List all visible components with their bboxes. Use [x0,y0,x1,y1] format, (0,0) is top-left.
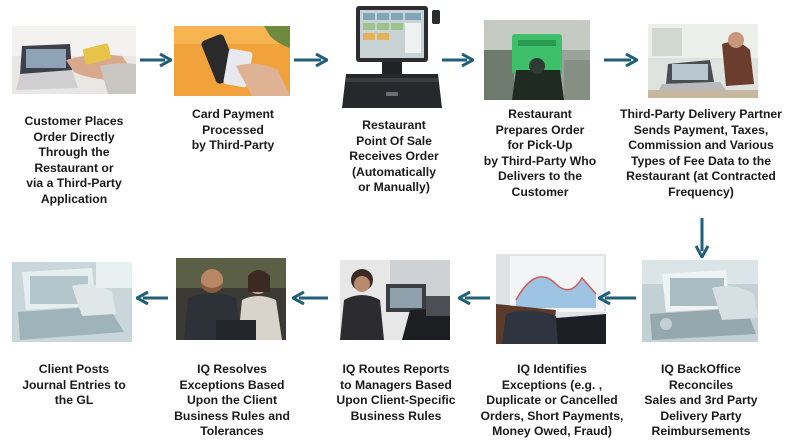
analytics-screen-photo [496,254,606,344]
laptop-journal-photo [12,262,132,342]
step-1-caption: Customer Places Order Directly Through t… [24,114,124,206]
team-discussion-photo [176,258,286,340]
arrow-right-1 [140,53,172,67]
arrow-left-9 [136,291,168,305]
step-8-caption: IQ Routes Reports to Managers Based Upon… [336,362,456,423]
office-meeting-photo [340,260,450,340]
pos-terminal-photo [340,4,444,112]
step-3-caption: Restaurant Point Of Sale Receives Order … [349,118,439,195]
arrow-right-3 [442,53,474,67]
arrow-left-8 [292,291,328,305]
step-4-caption: Restaurant Prepares Order for Pick-Up by… [483,107,597,199]
step-2-caption: Card Payment Processed by Third-Party [191,107,275,153]
step-10-caption: Client Posts Journal Entries to the GL [22,362,126,408]
step-7-caption: IQ Identifies Exceptions (e.g. , Duplica… [480,362,624,439]
arrow-right-4 [604,53,638,67]
laptop-desk-photo [648,24,758,98]
office-laptop-photo [642,260,758,342]
step-6-caption: IQ BackOffice Reconciles Sales and 3rd P… [644,362,758,439]
arrow-left-6 [598,291,636,305]
arrow-left-7 [458,291,490,305]
arrow-down-5 [695,218,709,258]
step-5-caption: Third-Party Delivery Partner Sends Payme… [620,107,782,199]
step-9-caption: IQ Resolves Exceptions Based Upon the Cl… [174,362,290,439]
laptop-card-photo [12,26,136,94]
arrow-right-2 [294,53,328,67]
delivery-courier-photo [484,20,590,100]
card-payment-photo [174,26,290,96]
